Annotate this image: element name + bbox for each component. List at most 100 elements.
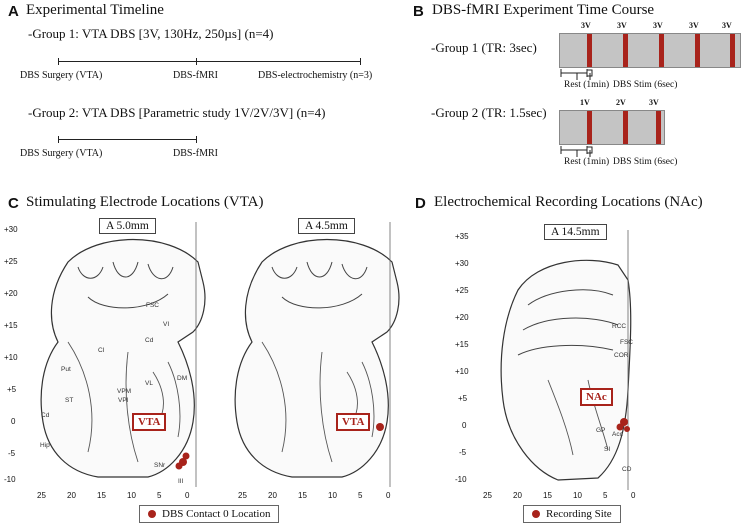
y-tick: -10 [455,475,467,484]
tick [58,136,59,143]
group2-timeline [58,139,196,140]
y-tick: +30 [455,259,469,268]
brain-atlas-slice-1 [40,222,206,487]
timeline-event: DBS-electrochemistry (n=3) [258,70,373,81]
tick [58,58,59,65]
stim-block [656,111,661,144]
panel-c-letter: C [8,195,19,212]
panel-b-letter: B [413,3,424,20]
region-label-nac: NAc [580,388,613,406]
region-label-vta: VTA [336,413,371,431]
stim-label: DBS Stim (6sec) [613,80,678,90]
timeline-event: DBS Surgery (VTA) [20,70,103,81]
y-tick: +15 [455,340,469,349]
group2-label: -Group 2: VTA DBS [Parametric study 1V/2… [28,105,326,120]
y-tick: +10 [455,367,469,376]
stim-block [587,111,592,144]
x-tick: 10 [573,491,582,500]
stim-block [695,34,700,67]
panel-c-title: Stimulating Electrode Locations (VTA) [26,194,264,210]
y-tick: +25 [4,257,18,266]
stim-voltage: 3V [617,21,627,30]
x-tick: 0 [631,491,636,500]
y-tick: +20 [4,289,18,298]
tick [196,136,197,143]
stim-label: DBS Stim (6sec) [613,157,678,167]
d-y-axis: +35 +30 +25 +20 +15 +10 +5 0 -5 -10 [455,232,477,492]
timeline-event: DBS Surgery (VTA) [20,148,103,159]
c-legend: DBS Contact 0 Location [139,505,280,523]
x-tick: 5 [358,491,363,500]
y-tick: -5 [459,448,467,457]
stim-voltage: 3V [653,21,663,30]
timeline-event: DBS-fMRI [173,70,219,81]
x-tick: 10 [127,491,136,500]
x-tick: 0 [185,491,190,500]
stim-block [623,34,628,67]
stim-voltage: 3V [581,21,591,30]
x-tick: 15 [298,491,307,500]
atlas-d-coordinate: A 14.5mm [544,224,607,240]
atlas-2-coordinate: A 4.5mm [298,218,355,234]
y-tick: 0 [462,421,467,430]
x-tick: 0 [386,491,391,500]
d-x-axis: 25 20 15 10 5 0 [478,491,658,503]
region-label-vta: VTA [132,413,167,431]
brain-atlas-slice-2 [234,222,400,487]
x-tick: 5 [603,491,608,500]
y-tick: +20 [455,313,469,322]
stim-block [730,34,735,67]
x-tick: 20 [513,491,522,500]
legend-dot [532,510,540,518]
x-tick: 25 [483,491,492,500]
tick [196,58,197,65]
x-tick: 15 [543,491,552,500]
legend-dot [148,510,156,518]
stim-voltage: 3V [689,21,699,30]
legend-label: Recording Site [546,508,612,520]
x-tick: 25 [238,491,247,500]
x-tick: 20 [268,491,277,500]
x-tick: 10 [328,491,337,500]
y-tick: -5 [8,449,16,458]
stim-block [659,34,664,67]
stim-voltage: 1V [580,98,590,107]
y-tick: +35 [455,232,469,241]
c-x-axis: 25 20 15 10 5 0 25 20 15 10 5 0 [30,491,420,503]
rest-stim-bracket [560,146,593,157]
panel-a-title: Experimental Timeline [26,2,164,18]
rest-stim-bracket [560,69,593,80]
y-tick: +10 [4,353,18,362]
panel-d-letter: D [415,195,426,212]
d-legend: Recording Site [523,505,621,523]
x-tick: 15 [97,491,106,500]
panel-d-title: Electrochemical Recording Locations (NAc… [434,194,703,210]
y-tick: +15 [4,321,18,330]
tick [360,58,361,65]
panel-a-letter: A [8,3,19,20]
group1-label: -Group 1: VTA DBS [3V, 130Hz, 250µs] (n=… [28,26,274,41]
stim-voltage: 2V [616,98,626,107]
b-group2-label: -Group 2 (TR: 1.5sec) [431,105,547,120]
timeline-event: DBS-fMRI [173,148,219,159]
y-tick: 0 [11,417,16,426]
b-group1-timecourse [559,33,741,68]
group1-timeline [58,61,361,62]
legend-label: DBS Contact 0 Location [162,508,271,520]
y-tick: +5 [7,385,17,394]
rest-label: Rest (1min) [564,157,610,167]
x-tick: 25 [37,491,46,500]
atlas-1-coordinate: A 5.0mm [99,218,156,234]
stim-voltage: 3V [649,98,659,107]
stim-voltage: 3V [722,21,732,30]
c-y-axis: +30 +25 +20 +15 +10 +5 0 -5 -10 [4,225,26,495]
stim-block [623,111,628,144]
rest-label: Rest (1min) [564,80,610,90]
b-group2-timecourse [559,110,665,145]
y-tick: +5 [458,394,468,403]
panel-b-title: DBS-fMRI Experiment Time Course [432,2,655,18]
x-tick: 5 [157,491,162,500]
y-tick: -10 [4,475,16,484]
x-tick: 20 [67,491,76,500]
brain-atlas-slice-nac [500,230,632,490]
